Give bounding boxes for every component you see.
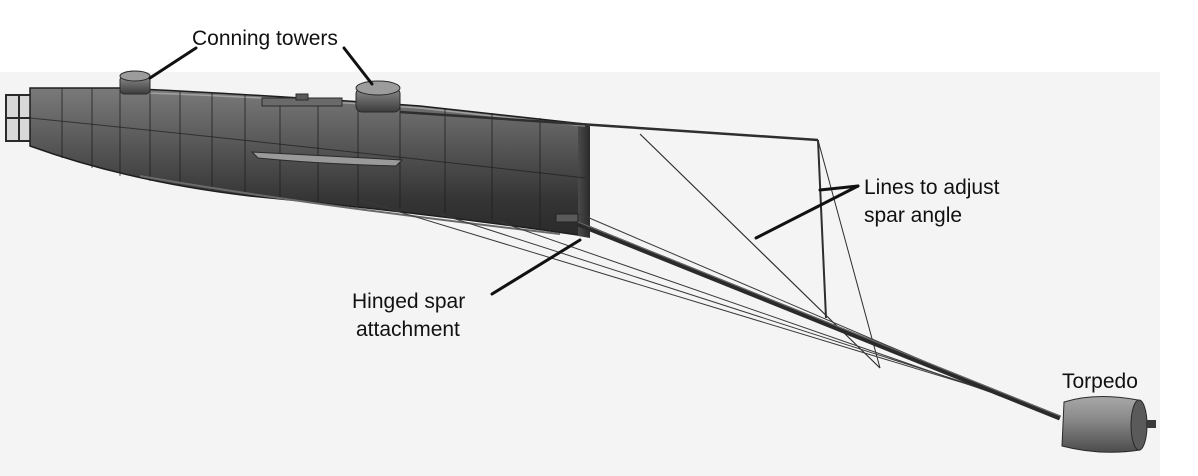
conning-tower-forward xyxy=(355,80,401,113)
dive-plane xyxy=(250,151,404,167)
conning-tower-aft xyxy=(119,70,151,95)
label-conning-towers: Conning towers xyxy=(192,27,338,50)
leader-lines xyxy=(148,46,860,296)
torpedo xyxy=(1061,395,1156,453)
label-lines-adjust-line2: spar angle xyxy=(864,204,962,227)
spar xyxy=(577,221,1061,421)
label-lines-adjust-line1: Lines to adjust xyxy=(864,176,1000,199)
label-hinged-spar-line2: attachment xyxy=(356,318,460,341)
spar-control-rigging xyxy=(399,110,881,369)
deck-fittings xyxy=(261,93,343,107)
stern-rudder xyxy=(5,94,33,142)
leader-lines-upper xyxy=(818,184,860,192)
label-hinged-spar-line1: Hinged spar xyxy=(352,290,465,313)
leader-lines-lower xyxy=(754,184,860,240)
leader-conning-aft xyxy=(148,46,198,80)
leader-conning-forward xyxy=(342,46,374,86)
label-torpedo: Torpedo xyxy=(1062,370,1138,393)
leader-hinged-spar xyxy=(490,238,582,296)
